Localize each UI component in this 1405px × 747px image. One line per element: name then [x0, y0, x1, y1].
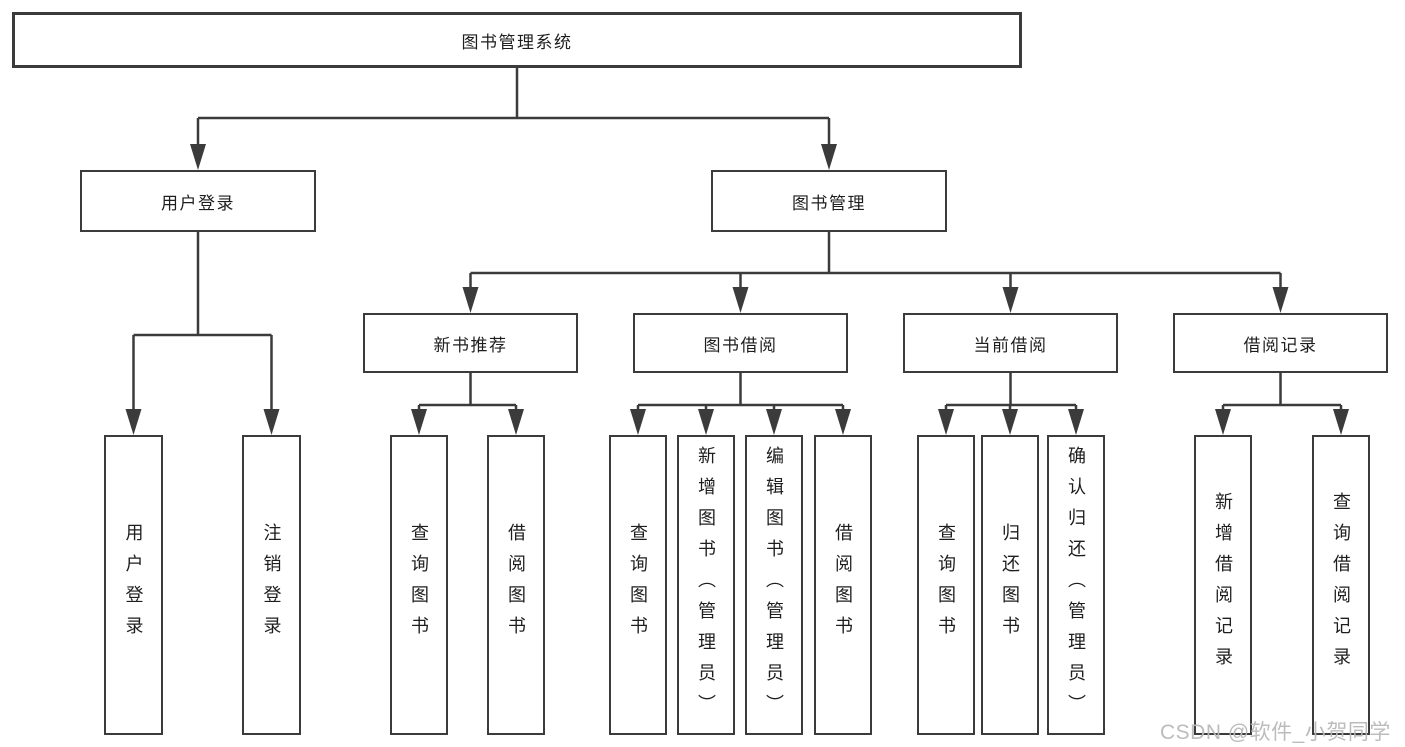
leaf-current-return-books: 归还图书 [981, 435, 1039, 735]
node-current-borrow: 当前借阅 [903, 313, 1118, 373]
leaf-borrow-query-books: 查询图书 [609, 435, 667, 735]
node-root-library-system: 图书管理系统 [12, 12, 1022, 68]
leaf-borrow-borrow-books: 借阅图书 [814, 435, 872, 735]
leaf-logout-login: 注销登录 [242, 435, 301, 735]
leaf-newbook-query-books: 查询图书 [390, 435, 448, 735]
leaf-borrow-add-books-admin: 新增图书（管理员） [677, 435, 735, 735]
leaf-current-confirm-return-admin: 确认归还（管理员） [1047, 435, 1105, 735]
leaf-user-login: 用户登录 [104, 435, 163, 735]
leaf-records-query-record: 查询借阅记录 [1312, 435, 1370, 735]
node-book-borrow: 图书借阅 [633, 313, 848, 373]
node-book-management: 图书管理 [711, 170, 947, 232]
leaf-borrow-edit-books-admin: 编辑图书（管理员） [745, 435, 803, 735]
node-new-book-recommend: 新书推荐 [363, 313, 578, 373]
watermark: CSDN @软件_小贺同学 [1160, 721, 1391, 744]
leaf-newbook-borrow-books: 借阅图书 [487, 435, 545, 735]
node-user-login: 用户登录 [80, 170, 316, 232]
leaf-records-add-record: 新增借阅记录 [1194, 435, 1252, 735]
node-borrow-records: 借阅记录 [1173, 313, 1388, 373]
leaf-current-query-books: 查询图书 [917, 435, 975, 735]
